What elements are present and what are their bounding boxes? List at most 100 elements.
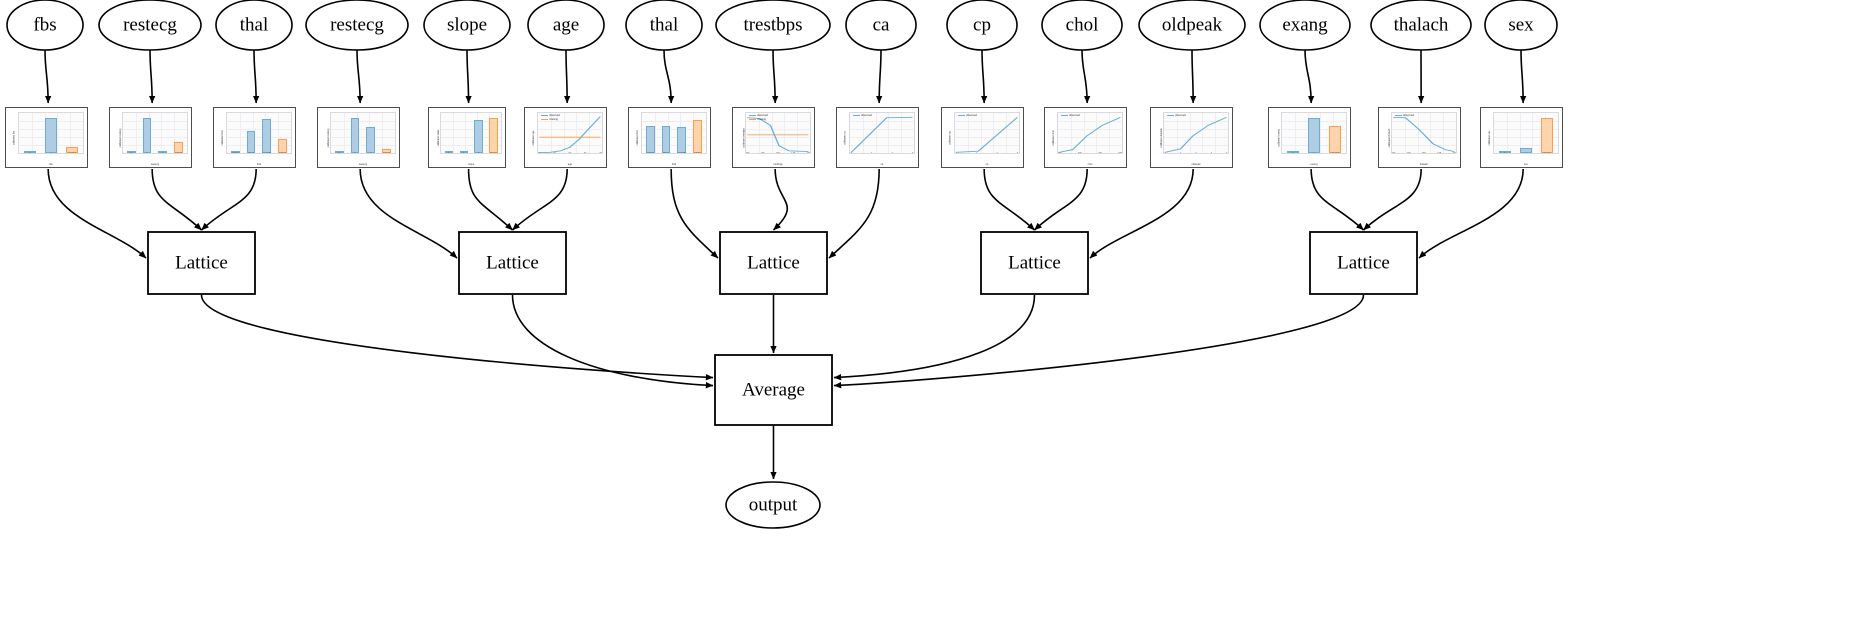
plot-gridline xyxy=(331,120,395,122)
calibrator-plot-restecg[interactable]: calibrated restecgrestecg0.00.20.40.60.8… xyxy=(109,107,192,168)
plot-gridline xyxy=(955,120,1019,122)
input-node-thal[interactable]: thal xyxy=(215,0,293,51)
lattice-node-group: Lattice Lattice Lattice Lattice Lattice xyxy=(147,231,1418,295)
plot-x-tick: 1 xyxy=(1525,153,1526,154)
edge-input-to-calibrator xyxy=(44,49,52,104)
plot-x-tick: 0 xyxy=(956,153,957,154)
lattice-box xyxy=(1309,231,1418,295)
input-node-trestbps[interactable]: trestbps xyxy=(715,0,831,51)
plot-gridline xyxy=(538,136,602,138)
calibrator-plot-ca[interactable]: calibrated caca0.00.20.40.60.80123observ… xyxy=(836,107,919,168)
plot-frame: 0.00.20.40.60.8normalfixedreversiblemiss… xyxy=(226,111,292,155)
input-node-ellipse xyxy=(6,0,84,51)
input-node-ellipse xyxy=(715,0,831,51)
plot-bar-2 xyxy=(158,151,168,154)
input-node-restecg[interactable]: restecg xyxy=(98,0,202,51)
plot-frame: 0.00.20.40.60.80123observed xyxy=(954,111,1020,155)
plot-x-axis-label: trestbps xyxy=(773,163,783,166)
plot-legend-item: observed xyxy=(1166,113,1186,118)
plot-legend-item: observed xyxy=(1394,114,1414,118)
calibrator-plot-restecg[interactable]: calibrated restecgrestecg0.00.20.40.60.8… xyxy=(317,107,400,168)
plot-x-tick: 1 xyxy=(871,153,872,154)
plot-gridline xyxy=(563,112,565,154)
calibrator-plot-thalach[interactable]: calibrated thalachthalach0.00.20.40.60.8… xyxy=(1378,107,1461,168)
plot-legend-label: missing xyxy=(549,117,558,121)
plot-x-tick: 100 xyxy=(1391,153,1395,154)
plot-gridline xyxy=(642,128,706,130)
calibrator-plot-cp[interactable]: calibrated cpcp0.00.20.40.60.80123observ… xyxy=(941,107,1024,168)
plot-gridline xyxy=(850,136,914,138)
input-node-slope[interactable]: slope xyxy=(423,0,511,51)
plot-frame: 0.00.20.40.60.8012missing xyxy=(440,111,502,155)
input-node-age[interactable]: age xyxy=(527,0,605,51)
plot-gridline xyxy=(1202,112,1204,154)
input-node-ca[interactable]: ca xyxy=(845,0,917,51)
plot-bar-missing xyxy=(278,138,288,154)
plot-x-axis-label: oldpeak xyxy=(1191,163,1201,166)
calibrator-plot-slope[interactable]: calibrated slopeslope0.00.20.40.60.8012m… xyxy=(428,107,506,168)
calibrator-plot-fbs[interactable]: calibrated fbsfbs0.00.20.40.60.801missin… xyxy=(5,107,88,168)
plot-x-axis-label: age xyxy=(567,163,573,166)
input-node-label: thal xyxy=(240,14,269,35)
input-node-thal[interactable]: thal xyxy=(625,0,703,51)
edge-lattice-to-average xyxy=(833,294,1036,381)
edge-calibrator-to-lattice xyxy=(200,168,257,231)
plot-x-tick: 1 xyxy=(146,153,147,154)
plot-x-tick: 1 xyxy=(1313,153,1314,154)
lattice-node[interactable]: Lattice xyxy=(1309,231,1418,295)
calibrator-plot-age[interactable]: calibrated ageage0.00.20.40.60.81.030405… xyxy=(524,107,607,168)
plot-bar-missing xyxy=(489,118,498,154)
plot-gridline xyxy=(955,136,1019,138)
plot-gridline xyxy=(654,112,656,154)
plot-observed-line xyxy=(747,116,809,152)
input-node-restecg[interactable]: restecg xyxy=(305,0,409,51)
average-node[interactable]: Average xyxy=(714,354,833,426)
edge-lattice-to-average xyxy=(833,294,1365,389)
plot-gridline xyxy=(1506,112,1508,154)
plot-y-axis-label: calibrated exang xyxy=(1277,128,1281,147)
plot-legend-label: observed xyxy=(1175,113,1186,117)
plot-gridline xyxy=(227,120,291,122)
lattice-node[interactable]: Lattice xyxy=(147,231,256,295)
plot-gridline xyxy=(1443,112,1445,154)
calibrator-plot-exang[interactable]: calibrated exangexang0.00.20.40.60.801mi… xyxy=(1268,107,1351,168)
plot-gridline xyxy=(1494,136,1558,138)
calibrator-plot-sex[interactable]: calibrated sexsex0.00.20.40.60.801missin… xyxy=(1480,107,1563,168)
calibrator-plot-thal[interactable]: calibrated thalthal0.00.20.40.60.8normal… xyxy=(628,107,711,168)
lattice-node[interactable]: Lattice xyxy=(719,231,828,295)
calibrator-plot-chol[interactable]: calibrated cholchol0.00.20.40.60.8200300… xyxy=(1044,107,1127,168)
input-node-oldpeak[interactable]: oldpeak xyxy=(1138,0,1246,51)
plot-x-tick: missing xyxy=(1331,153,1339,154)
plot-legend-item: observed xyxy=(852,114,872,118)
plot-x-axis-label: thal xyxy=(256,163,262,166)
plot-x-axis-label: chol xyxy=(1087,163,1093,166)
output-node[interactable]: output xyxy=(725,481,821,529)
plot-gridline xyxy=(1070,112,1072,154)
input-node-cp[interactable]: cp xyxy=(946,0,1018,51)
plot-bar-0 xyxy=(23,151,36,154)
input-node-label: restecg xyxy=(123,14,177,35)
plot-gridline xyxy=(123,120,187,122)
calibrator-plot-oldpeak[interactable]: calibrated oldpeakoldpeak0.00.20.40.60.8… xyxy=(1150,107,1233,168)
calibrator-plot-thal[interactable]: calibrated thalthal0.00.20.40.60.8normal… xyxy=(213,107,296,168)
edge-input-to-calibrator xyxy=(663,49,675,104)
input-node-exang[interactable]: exang xyxy=(1259,0,1351,51)
plot-x-tick: 3 xyxy=(1211,153,1212,154)
input-node-label: slope xyxy=(447,14,487,35)
lattice-node[interactable]: Lattice xyxy=(458,231,567,295)
plot-bar-0 xyxy=(1286,151,1299,154)
plot-gridline xyxy=(331,128,395,130)
calibrator-plot-trestbps[interactable]: calibrated trestbpstrestbps0.00.20.40.60… xyxy=(732,107,815,168)
input-node-thalach[interactable]: thalach xyxy=(1370,0,1472,51)
lattice-node[interactable]: Lattice xyxy=(980,231,1089,295)
plot-gridline xyxy=(955,128,1019,130)
plot-gridline xyxy=(538,120,602,122)
plot-x-tick: 200 xyxy=(807,153,811,154)
plot-frame: 0.00.20.40.60.801234observed xyxy=(1163,111,1229,155)
plot-x-tick: fixed xyxy=(664,153,669,154)
input-node-sex[interactable]: sex xyxy=(1484,0,1558,51)
input-node-chol[interactable]: chol xyxy=(1041,0,1123,51)
plot-y-axis-label: calibrated sex xyxy=(1487,130,1491,145)
input-node-fbs[interactable]: fbs xyxy=(6,0,84,51)
plot-legend-swatch xyxy=(1060,115,1068,117)
